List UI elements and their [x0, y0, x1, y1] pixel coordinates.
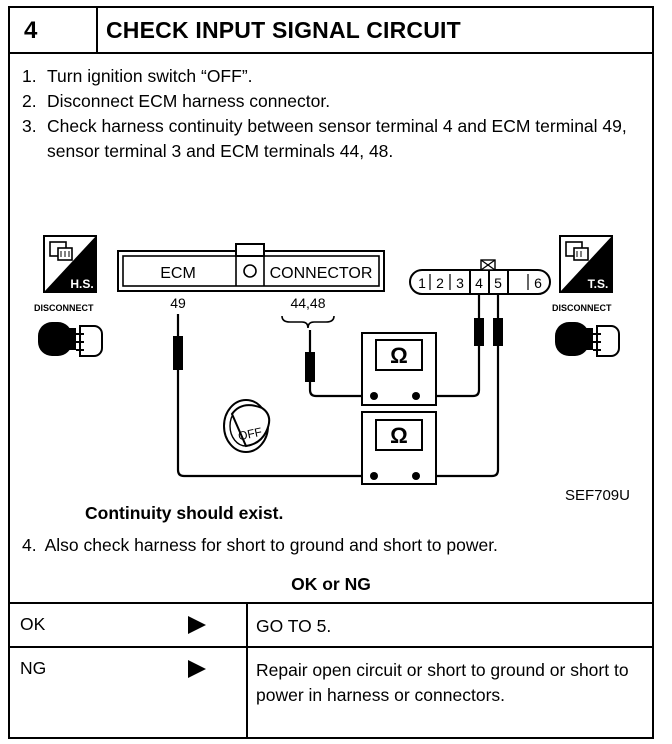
continuity-note: Continuity should exist. — [85, 503, 284, 523]
result-table: OK GO TO 5. NG Repair open circuit or sh… — [10, 602, 652, 739]
probe-tips — [173, 318, 503, 382]
terminal-connector-icon — [565, 241, 589, 261]
sensor-terminal: 3 — [456, 275, 464, 291]
step-num: 3. — [22, 116, 37, 136]
step-num: 4. — [22, 535, 37, 555]
ignition-key-icon: OFF — [223, 399, 271, 453]
step-text: Also check harness for short to ground a… — [44, 535, 498, 555]
step-text: Turn ignition switch “OFF”. — [47, 66, 253, 86]
wiring-diagram: H.S. T.S. DISCONNECT DISCONNECT — [34, 235, 630, 502]
ohm-icon: Ω — [390, 343, 408, 368]
instruction-step: 3. Check harness continuity between sens… — [22, 114, 642, 164]
connector-lock-icon — [243, 264, 257, 278]
sensor-terminal: 2 — [436, 275, 444, 291]
step-text: Check harness continuity between sensor … — [47, 116, 627, 161]
instruction-step: 1. Turn ignition switch “OFF”. — [22, 64, 642, 89]
result-label: OK — [20, 614, 46, 634]
arrow-right-icon — [188, 660, 206, 678]
arrow-right-icon — [188, 616, 206, 634]
terminal-brace — [281, 315, 335, 329]
harness-side-badge: H.S. — [43, 235, 97, 293]
ecm-terminal-44-48: 44,48 — [290, 295, 325, 311]
sensor-connector: 1 2 3 4 5 6 — [409, 259, 551, 295]
procedure-frame: 4 CHECK INPUT SIGNAL CIRCUIT 1. Turn ign… — [8, 6, 654, 739]
ohm-icon: Ω — [390, 423, 408, 448]
step-text: Disconnect ECM harness connector. — [47, 91, 331, 111]
instruction-list: 1. Turn ignition switch “OFF”. 2. Discon… — [22, 64, 642, 164]
step-number: 4 — [10, 8, 98, 52]
disconnect-label-right: DISCONNECT — [552, 303, 612, 313]
key-off-label: OFF — [237, 425, 263, 444]
sensor-terminal: 1 — [418, 275, 426, 291]
step-num: 1. — [22, 66, 37, 86]
ohmmeter: Ω — [361, 332, 437, 406]
result-label: NG — [20, 658, 47, 678]
result-row-ok: OK GO TO 5. — [10, 604, 652, 646]
ecm-label: ECM — [160, 265, 196, 282]
terminal-side-badge: T.S. — [559, 235, 613, 293]
sensor-terminal: 6 — [534, 275, 542, 291]
instruction-step: 4. Also check harness for short to ground… — [22, 535, 498, 556]
disconnect-plug-icon — [38, 322, 103, 357]
connector-label: CONNECTOR — [270, 265, 373, 282]
result-action: Repair open circuit or short to ground o… — [256, 660, 629, 705]
disconnect-label-left: DISCONNECT — [34, 303, 94, 313]
ecm-connector: ECM CONNECTOR — [117, 243, 385, 292]
sensor-terminal: 4 — [475, 275, 483, 291]
step-num: 2. — [22, 91, 37, 111]
result-row-ng: NG Repair open circuit or short to groun… — [10, 646, 652, 739]
disconnect-plug-icon — [555, 322, 620, 357]
harness-connector-icon — [49, 241, 73, 261]
result-heading: OK or NG — [291, 574, 371, 594]
ecm-terminal-49: 49 — [170, 295, 186, 311]
step-header: 4 CHECK INPUT SIGNAL CIRCUIT — [10, 8, 652, 54]
probe-wires — [176, 294, 500, 478]
figure-id: SEF709U — [565, 487, 630, 502]
badge-hs-label: H.S. — [70, 277, 93, 291]
badge-ts-label: T.S. — [588, 277, 609, 291]
step-title: CHECK INPUT SIGNAL CIRCUIT — [106, 17, 461, 43]
instruction-step: 2. Disconnect ECM harness connector. — [22, 89, 642, 114]
sensor-terminal: 5 — [494, 275, 502, 291]
result-action: GO TO 5. — [256, 616, 332, 636]
ohmmeter: Ω — [361, 411, 437, 485]
